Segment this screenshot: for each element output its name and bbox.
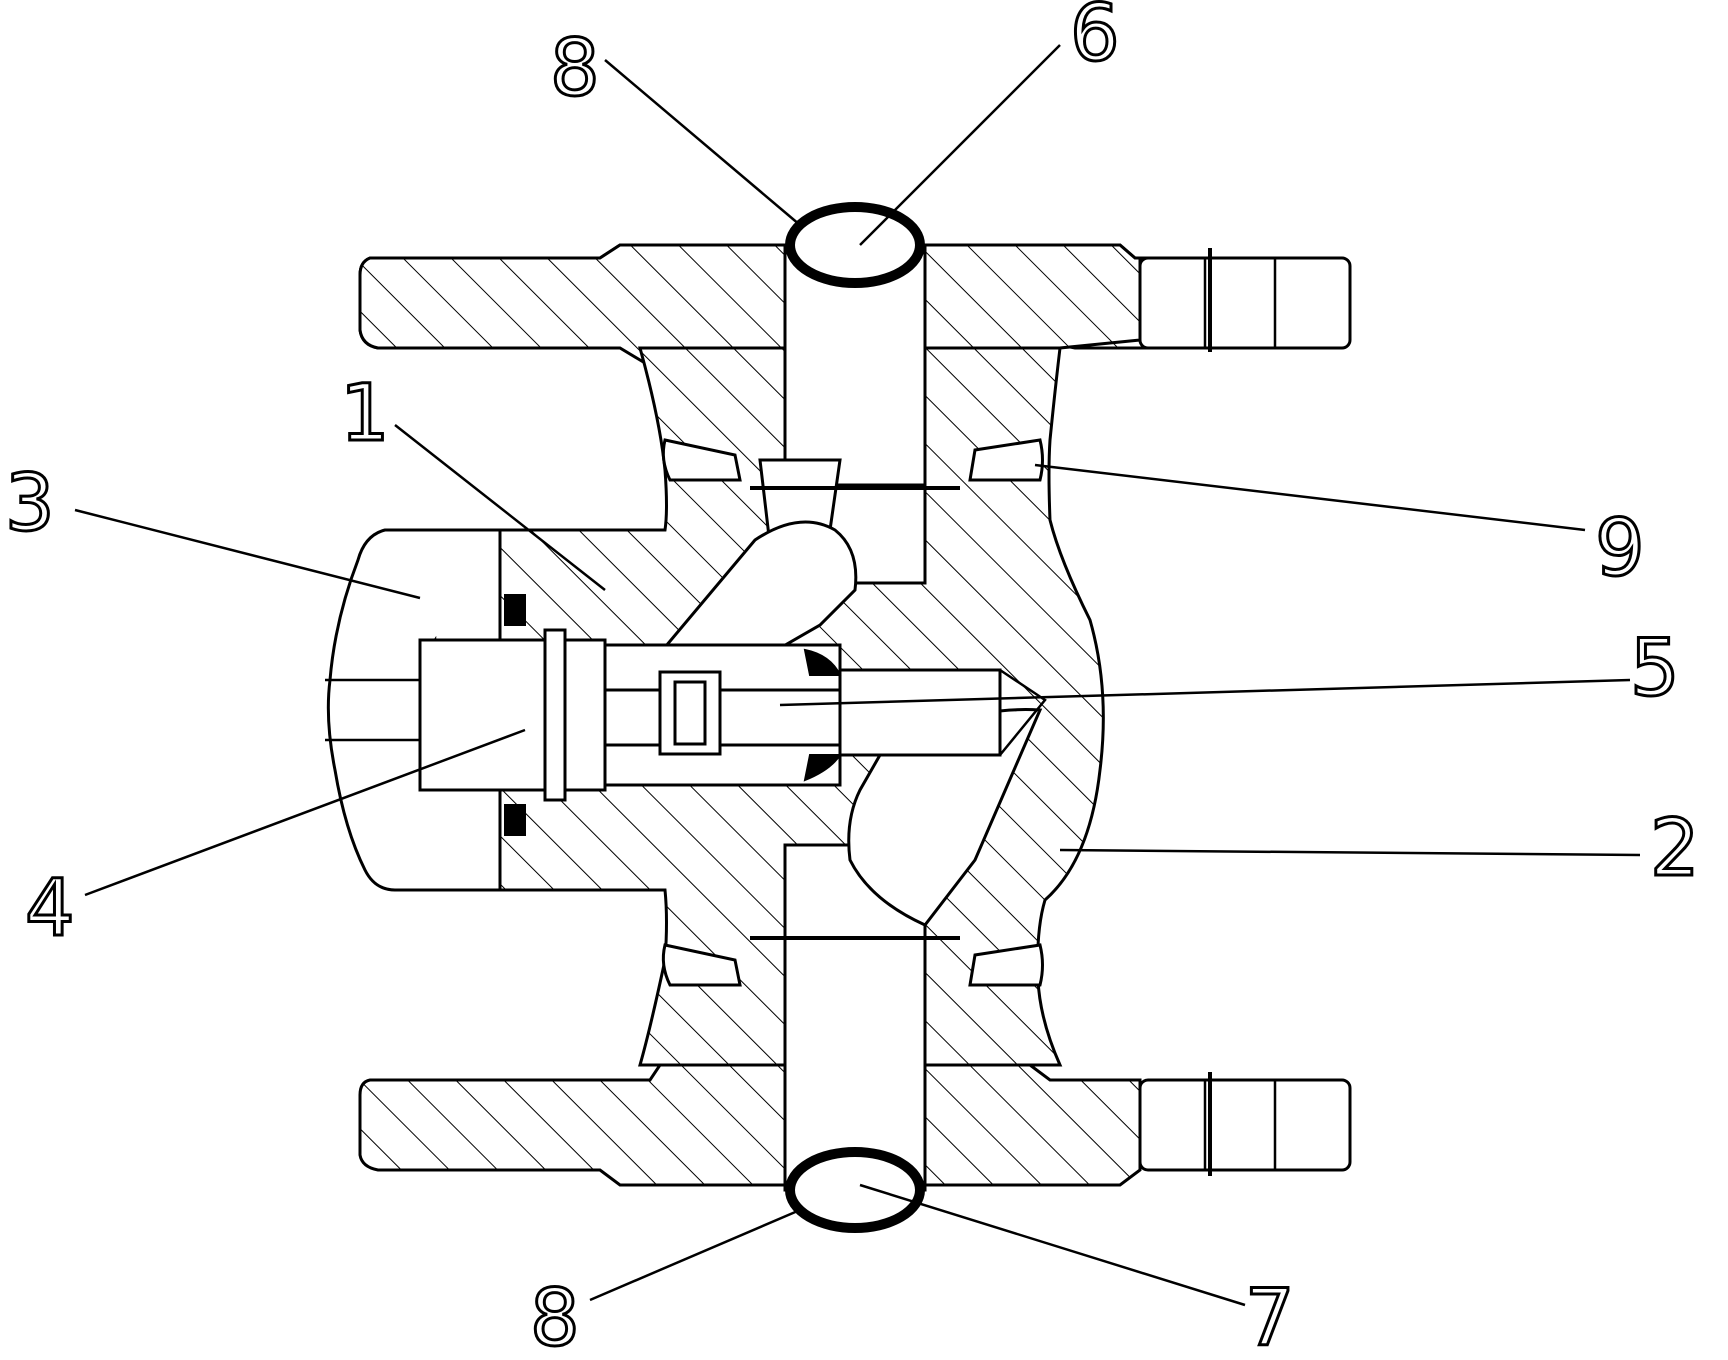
top-flange [358, 243, 1352, 374]
callout-1: 1 [340, 369, 390, 459]
weld-seams [661, 438, 1044, 987]
callout-6: 6 [1070, 0, 1120, 79]
callout-2: 2 [1650, 804, 1700, 894]
callout-8-bottom: 8 [530, 1274, 580, 1360]
callout-9: 9 [1595, 504, 1645, 594]
callout-3: 3 [5, 459, 55, 549]
bottom-ring [785, 1147, 925, 1233]
callout-4: 4 [25, 864, 75, 954]
pipe-end-rings [785, 202, 925, 1233]
leader-lines [74, 44, 1641, 1307]
callout-7: 7 [1245, 1274, 1295, 1360]
seal-rings [504, 594, 842, 836]
left-bonnet [325, 528, 502, 892]
top-ring [785, 202, 925, 288]
callout-8-top: 8 [550, 24, 600, 114]
spool-assembly [418, 628, 1047, 802]
callout-5: 5 [1630, 624, 1680, 714]
callout-labels: 8 6 1 3 9 5 4 2 8 7 [4, 0, 1702, 1360]
bottom-flange [358, 1063, 1352, 1187]
